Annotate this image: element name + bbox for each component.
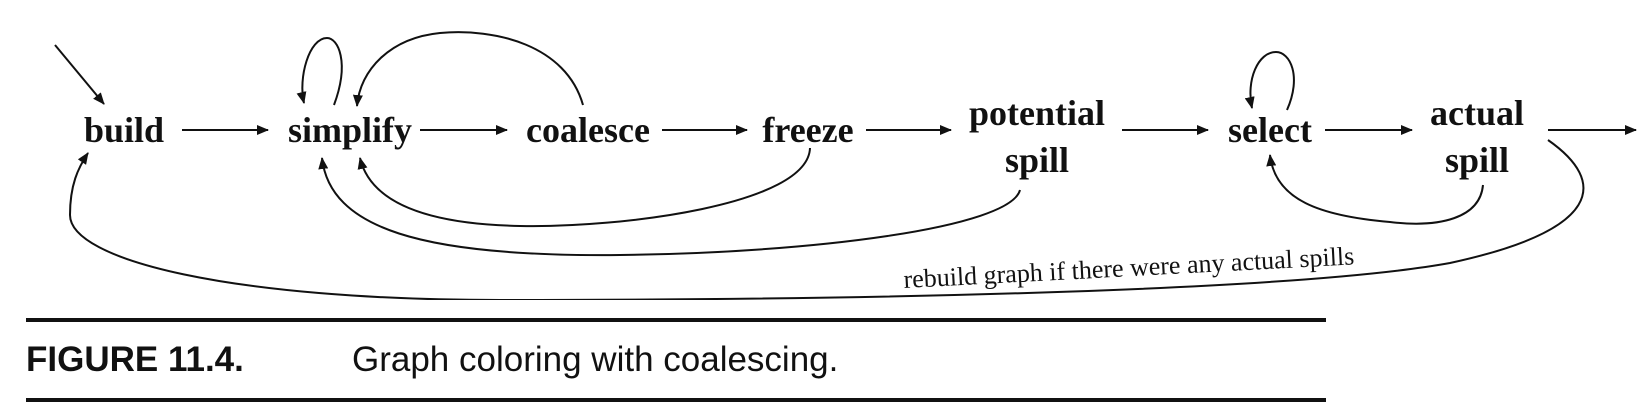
rebuild-note: rebuild graph if there were any actual s… — [903, 241, 1355, 294]
caption-bottom-rule — [26, 398, 1326, 402]
simplify-self-loop — [296, 36, 343, 106]
arrow-potential-spill-to-simplify — [318, 157, 1021, 257]
caption-top-rule — [26, 318, 1326, 322]
node-coalesce: coalesce — [526, 110, 650, 150]
node-select: select — [1228, 110, 1312, 150]
arrow-actual-spill-to-build — [68, 139, 1585, 300]
node-potential-spill-line2: spill — [1005, 140, 1069, 180]
figure-caption-text: Graph coloring with coalescing. — [352, 340, 839, 379]
arrow-freeze-to-simplify — [357, 147, 811, 228]
flow-diagram: build simplify coalesce freeze potential… — [54, 31, 1637, 300]
node-actual-spill-line1: actual — [1430, 93, 1524, 133]
figure-caption: FIGURE 11.4. Graph coloring with coalesc… — [26, 338, 838, 382]
node-freeze: freeze — [762, 110, 853, 150]
node-potential-spill-line1: potential — [969, 93, 1105, 133]
entry-arrow — [54, 44, 105, 105]
arrow-actual-spill-to-select — [1266, 154, 1484, 225]
select-self-loop — [1244, 50, 1295, 111]
figure-label: FIGURE 11.4. — [26, 340, 244, 379]
node-build: build — [84, 110, 164, 150]
node-actual-spill-line2: spill — [1445, 140, 1509, 180]
node-simplify: simplify — [288, 110, 412, 150]
arrow-coalesce-to-simplify — [352, 31, 584, 107]
